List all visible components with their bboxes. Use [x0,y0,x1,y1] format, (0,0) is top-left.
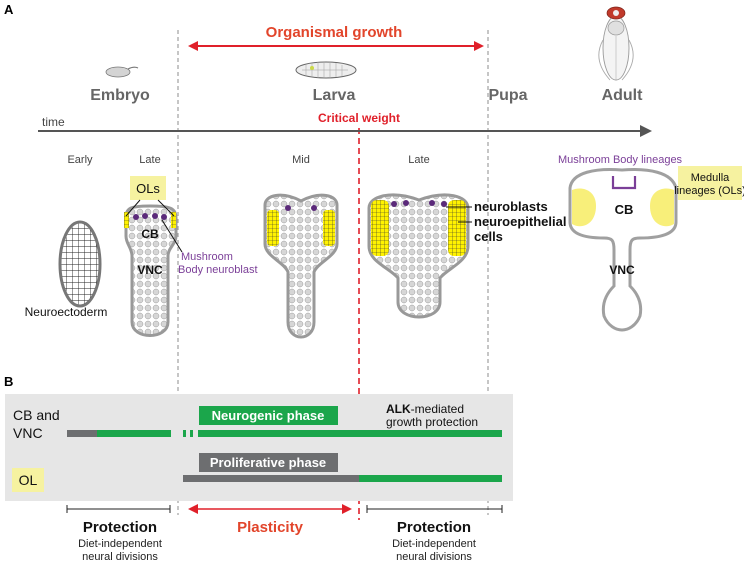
alk-bold-text: ALK [386,402,411,416]
neuroectoderm-label: Neuroectoderm [25,305,108,319]
mb-lineage-bracket [611,176,637,190]
proliferative-phase-box [199,453,338,472]
neurogenic-phase-label: Neurogenic phase [212,408,325,423]
proliferative-phase-label: Proliferative phase [210,455,326,470]
alk-label-line1: ALK-mediated [386,402,464,416]
late-larva-cns [367,193,470,319]
row-cb-vnc-label-1: CB and [13,407,60,423]
cb-vnc-quiescent-bar [67,430,97,437]
medulla-label-box [678,166,742,200]
neuroblasts-label: neuroblasts [474,199,548,214]
time-label: time [42,115,65,129]
neuroectoderm-shape [58,220,102,308]
protection-right-sub-2: neural divisions [396,551,472,563]
vnc-label-embryo: VNC [137,263,163,277]
row-cb-vnc-label-2: VNC [13,425,43,441]
larva-icon [295,61,357,79]
stage-adult: Adult [602,87,644,104]
row-ol-label-box [12,468,44,492]
mb-neuroblast-label-1: Mushroom [181,251,233,263]
alk-rest-text: -mediated [411,402,464,416]
neurogenic-phase-box [199,406,338,425]
embryo-icon [105,66,139,78]
alk-label-line2: growth protection [386,415,478,429]
ols-pointer-right [157,199,175,217]
protection-right-sub-1: Diet-independent [392,538,476,550]
organismal-growth-label: Organismal growth [266,24,403,41]
protection-left-label: Protection [83,519,157,536]
cb-label-adult: CB [615,202,634,217]
mb-neuroblast-pointer [161,219,183,253]
vnc-label-adult: VNC [609,263,635,277]
protection-right-bracket [366,505,503,513]
cb-vnc-gap-dash-2 [190,430,193,437]
panel-a-label: A [4,2,14,17]
critical-weight-label: Critical weight [318,111,400,125]
ol-green-bar [359,475,502,482]
neuroepithelial-label-1: neuroepithelial [474,214,566,229]
mid-larva-cns [263,193,339,339]
mb-lineages-label: Mushroom Body lineages [558,154,683,166]
stage-pupa: Pupa [488,87,527,104]
substage-late-embryo: Late [139,154,160,166]
neuroepithelial-label-2: cells [474,229,503,244]
panel-b-label: B [4,374,13,389]
substage-mid: Mid [292,154,310,166]
substage-late-larva: Late [408,154,429,166]
adult-cns [568,168,678,332]
medulla-label-2: lineages (OLs) [674,185,744,197]
protection-right-label: Protection [397,519,471,536]
medulla-label-1: Medulla [691,172,730,184]
row-ol-label: OL [19,472,38,488]
ol-gray-bar [183,475,359,482]
substage-early: Early [67,154,93,166]
cb-label-embryo: CB [141,227,159,241]
mb-neuroblast-label-2: Body neuroblast [178,264,258,276]
cb-vnc-gap-dash-1 [183,430,186,437]
protection-left-sub-2: neural divisions [82,551,158,563]
stage-embryo: Embryo [90,87,150,104]
ols-pointer-left [125,199,141,217]
protection-left-sub-1: Diet-independent [78,538,162,550]
adult-fly-icon [598,6,634,81]
late-embryo-cns [124,204,178,337]
stage-larva: Larva [313,87,356,104]
cb-vnc-embryo-bar [97,430,171,437]
plasticity-label: Plasticity [237,519,304,536]
ols-label: OLs [136,181,160,196]
protection-left-bracket [66,505,171,513]
ols-label-box [130,176,166,200]
cb-vnc-larva-bar [198,430,502,437]
